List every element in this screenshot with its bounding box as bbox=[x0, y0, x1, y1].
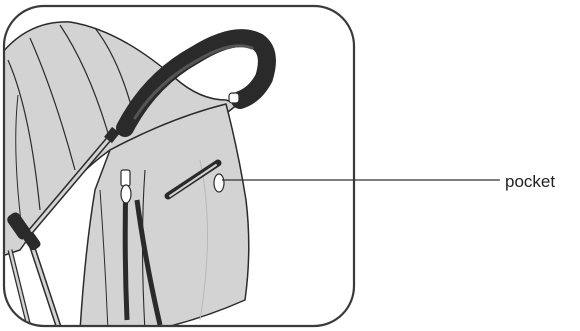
handlebar-connector bbox=[108, 130, 116, 140]
zipper-pull bbox=[121, 185, 131, 203]
handle-hinge bbox=[229, 93, 239, 103]
illustration-content bbox=[0, 22, 267, 331]
zipper-slider bbox=[121, 170, 130, 186]
callout-label-pocket: pocket bbox=[505, 172, 555, 192]
pocket-pull bbox=[214, 174, 224, 192]
frame-leg bbox=[30, 240, 60, 331]
